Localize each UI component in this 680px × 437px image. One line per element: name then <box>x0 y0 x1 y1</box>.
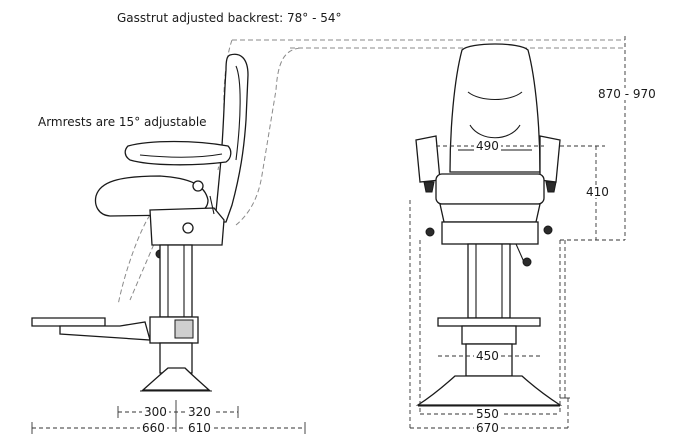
dim-front-total-height: 870 - 970 <box>596 87 658 101</box>
side-armrest <box>124 140 232 166</box>
dim-side-left-small: 300 <box>142 405 169 419</box>
backrest-annotation: Gasstrut adjusted backrest: 78° - 54° <box>117 11 342 25</box>
side-dimensions <box>31 400 306 434</box>
armrest-annotation: Armrests are 15° adjustable <box>38 115 207 129</box>
front-armrest-left <box>415 135 441 183</box>
side-view <box>31 39 625 392</box>
dim-front-seat-width: 490 <box>474 139 501 153</box>
front-backrest <box>449 43 541 173</box>
front-view <box>415 43 563 407</box>
dim-side-left-large: 660 <box>140 421 167 435</box>
front-seat <box>435 173 545 205</box>
front-foot <box>415 375 563 406</box>
side-foot <box>141 367 211 391</box>
reclined-backrest-outline <box>232 39 625 226</box>
side-column <box>159 244 193 318</box>
dim-front-base-plate: 450 <box>474 349 501 363</box>
dim-front-width-outer: 670 <box>474 421 501 435</box>
front-column <box>467 243 511 319</box>
side-footrest <box>31 317 106 327</box>
front-footrest <box>437 317 541 327</box>
dim-front-width-inner: 550 <box>474 407 501 421</box>
front-armrest-right <box>539 135 561 183</box>
dim-front-armrest-height: 410 <box>584 185 611 199</box>
side-backrest <box>214 53 249 223</box>
side-adjust-knob <box>182 222 194 234</box>
side-seat-cushion <box>94 175 209 217</box>
dim-side-right-large: 610 <box>186 421 213 435</box>
dim-side-right-small: 320 <box>186 405 213 419</box>
